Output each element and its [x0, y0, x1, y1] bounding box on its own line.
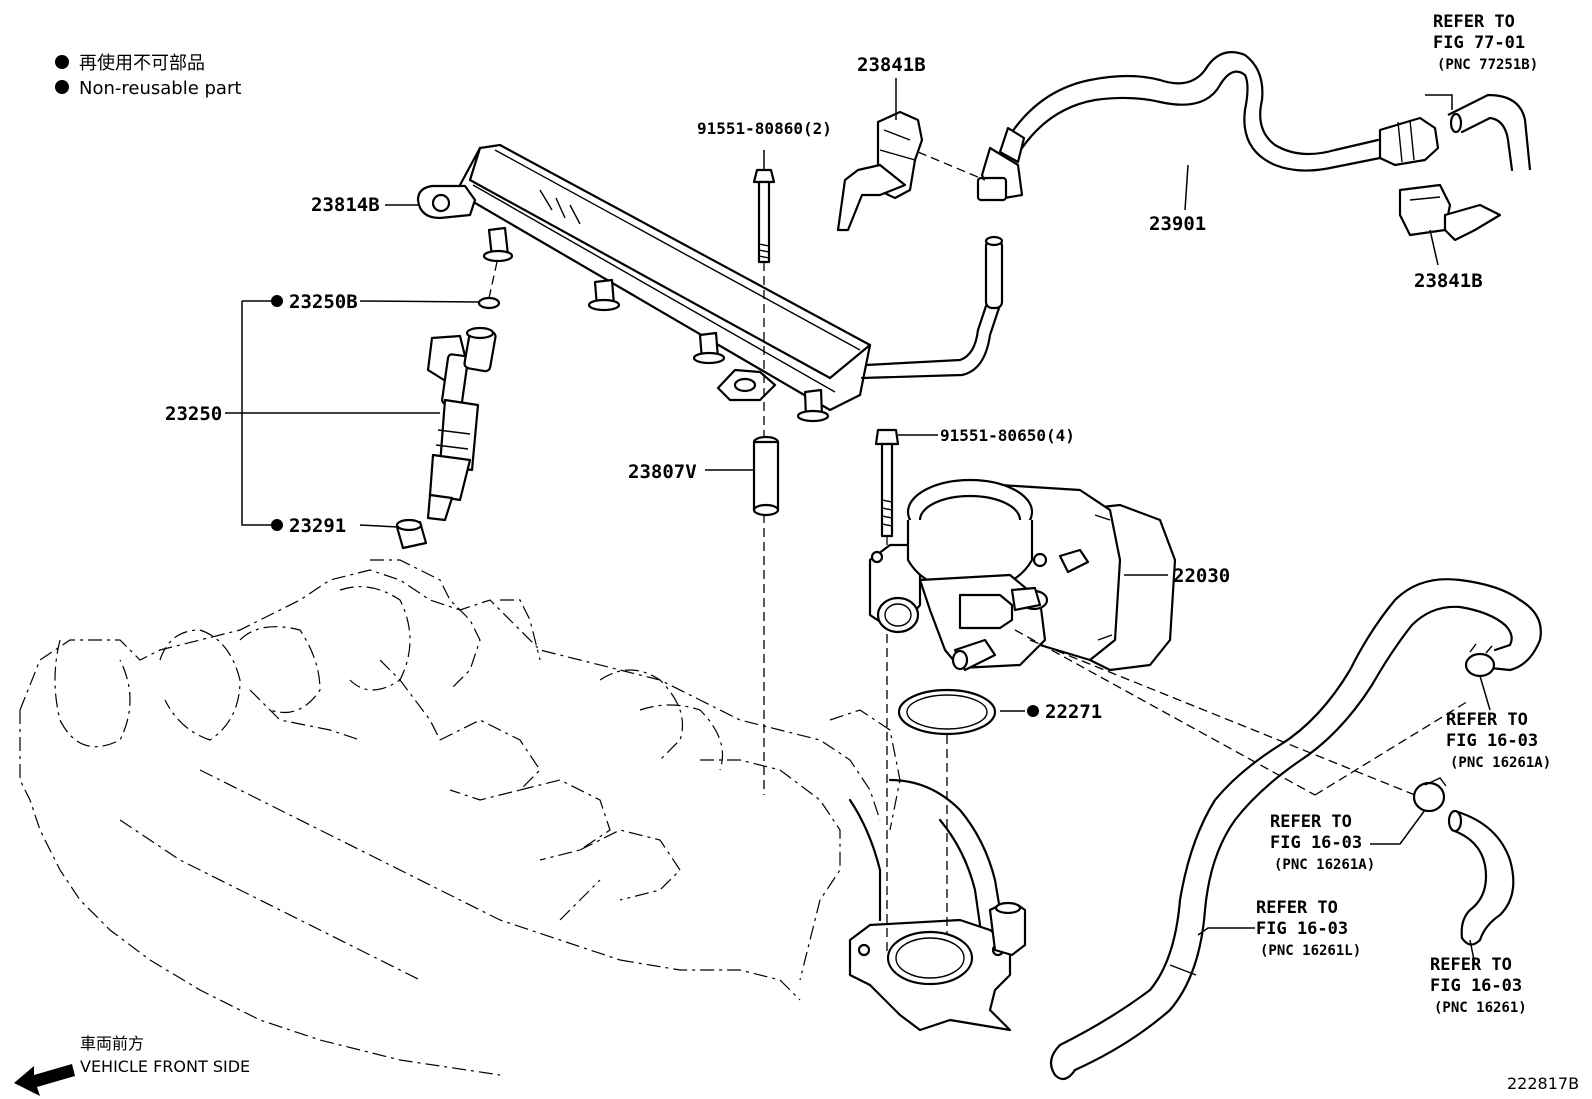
reference-note: REFER TO FIG 77-01 (PNC 77251B)	[1433, 12, 1538, 73]
label-23901: 23901	[1149, 213, 1206, 235]
throttle-body	[868, 478, 1177, 935]
svg-text:FIG 16-03: FIG 16-03	[1270, 833, 1362, 853]
svg-text:(PNC 16261A): (PNC 16261A)	[1450, 755, 1551, 771]
legend: 再使用不可部品 Non-reusable part	[55, 53, 241, 99]
svg-text:REFER TO: REFER TO	[1446, 710, 1528, 730]
label-91551-80650: 91551-80650(4)	[940, 426, 1075, 445]
svg-text:(PNC 16261L): (PNC 16261L)	[1260, 943, 1361, 959]
svg-text:FIG 77-01: FIG 77-01	[1433, 33, 1525, 53]
bolt-91551-80650	[874, 428, 900, 955]
reference-note: REFER TO FIG 16-03 (PNC 16261L)	[1256, 898, 1361, 959]
fuel-injector	[395, 261, 501, 550]
front-label-jp: 車両前方	[80, 1034, 144, 1053]
reference-note: REFER TO FIG 16-03 (PNC 16261A)	[1270, 812, 1375, 873]
non-reusable-bullet-icon	[271, 295, 283, 307]
svg-text:REFER TO: REFER TO	[1270, 812, 1352, 832]
bullet-icon	[55, 80, 69, 94]
figure-id: 222817B	[1507, 1074, 1579, 1093]
non-reusable-bullet-icon	[1027, 705, 1039, 717]
vehicle-front-indicator: 車両前方 VEHICLE FRONT SIDE	[14, 1034, 250, 1096]
fuel-hose	[976, 51, 1532, 202]
svg-text:(PNC 16261A): (PNC 16261A)	[1274, 857, 1375, 873]
water-hoses	[1014, 578, 1542, 1081]
svg-text:(PNC 16261): (PNC 16261)	[1434, 1000, 1527, 1016]
svg-text:REFER TO: REFER TO	[1256, 898, 1338, 918]
label-23814B: 23814B	[311, 194, 380, 216]
label-23291: 23291	[289, 515, 346, 537]
bolt-91551-80860	[752, 168, 776, 795]
svg-text:FIG 16-03: FIG 16-03	[1256, 919, 1348, 939]
part-labels: 23841B 23901 23841B 23814B 91551-80860(2…	[165, 54, 1483, 723]
svg-text:REFER TO: REFER TO	[1430, 955, 1512, 975]
label-23841B-top: 23841B	[857, 54, 926, 76]
hose-clamp-right	[1398, 183, 1502, 242]
label-23841B-right: 23841B	[1414, 270, 1483, 292]
bullet-icon	[55, 55, 69, 69]
label-23250B: 23250B	[289, 291, 358, 313]
front-arrow-icon	[14, 1064, 75, 1096]
reference-note: REFER TO FIG 16-03 (PNC 16261)	[1430, 955, 1527, 1016]
label-23250: 23250	[165, 403, 222, 425]
label-22030: 22030	[1173, 565, 1230, 587]
label-91551-80860: 91551-80860(2)	[697, 119, 832, 138]
front-label-en: VEHICLE FRONT SIDE	[80, 1057, 250, 1076]
fuel-delivery-pipe	[416, 143, 1004, 423]
spacer-23807V	[752, 435, 780, 517]
svg-text:FIG 16-03: FIG 16-03	[1446, 731, 1538, 751]
reference-note: REFER TO FIG 16-03 (PNC 16261A)	[1446, 710, 1551, 771]
leader-lines	[225, 78, 1491, 966]
svg-text:FIG 16-03: FIG 16-03	[1430, 976, 1522, 996]
svg-text:REFER TO: REFER TO	[1433, 12, 1515, 32]
hose-clamp-top	[836, 110, 986, 232]
intake-manifold	[848, 778, 1027, 1032]
legend-en: Non-reusable part	[79, 78, 241, 99]
label-23807V: 23807V	[628, 461, 697, 483]
non-reusable-bullet-icon	[271, 519, 283, 531]
label-22271: 22271	[1045, 701, 1102, 723]
engine-block-outline	[19, 559, 901, 1076]
svg-text:(PNC 77251B): (PNC 77251B)	[1437, 57, 1538, 73]
legend-jp: 再使用不可部品	[79, 53, 205, 74]
